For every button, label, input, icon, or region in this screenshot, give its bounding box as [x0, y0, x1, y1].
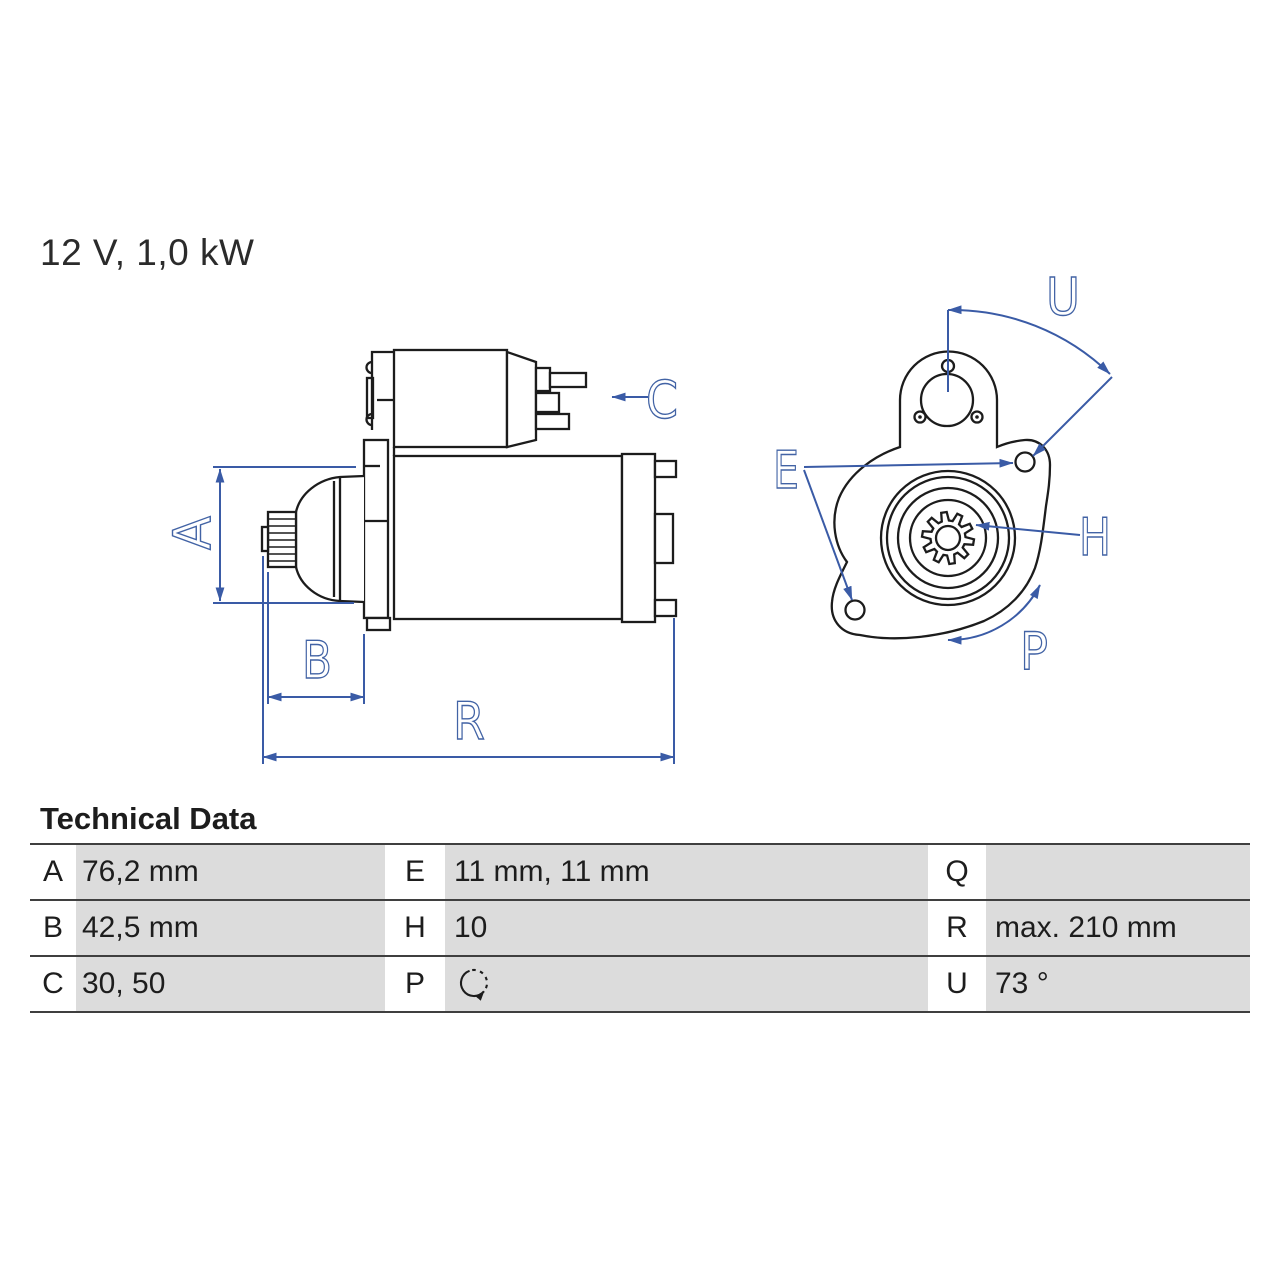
dimension-u	[947, 305, 1113, 457]
rear-tabs	[653, 459, 678, 618]
solenoid	[365, 348, 588, 449]
param-key-p: P	[385, 957, 445, 1011]
param-key-u: U	[928, 957, 986, 1011]
param-key-e: E	[385, 845, 445, 899]
label-e: E	[773, 441, 799, 501]
param-value-a: 76,2 mm	[76, 845, 385, 899]
mounting-holes	[844, 451, 1036, 621]
param-value-h: 10	[445, 901, 928, 955]
param-key-q: Q	[928, 845, 986, 899]
front-view	[830, 350, 1052, 640]
param-key-h: H	[385, 901, 445, 955]
param-value-p	[445, 957, 928, 1011]
param-value-c: 30, 50	[76, 957, 385, 1011]
param-key-r: R	[928, 901, 986, 955]
param-value-q	[986, 845, 1250, 899]
param-value-r: max. 210 mm	[986, 901, 1250, 955]
rotation-direction-icon	[459, 968, 489, 1001]
table-row: A 76,2 mm E 11 mm, 11 mm Q	[30, 845, 1250, 899]
product-spec-text: 12 V, 1,0 kW	[40, 232, 255, 273]
label-u: U	[1046, 268, 1080, 328]
label-a: A	[163, 516, 223, 550]
dimension-p	[947, 584, 1041, 645]
param-value-e: 11 mm, 11 mm	[445, 845, 928, 899]
pinion-front	[920, 510, 976, 566]
param-key-b: B	[30, 901, 76, 955]
label-r: R	[453, 692, 485, 752]
param-value-b: 42,5 mm	[76, 901, 385, 955]
dimension-h	[975, 521, 1081, 536]
solenoid-terminals	[534, 366, 588, 431]
front-dimensions	[803, 305, 1113, 645]
dimension-r	[262, 556, 675, 764]
table-row: C 30, 50 P U 73 °	[30, 955, 1250, 1011]
technical-data-table: A 76,2 mm E 11 mm, 11 mm Q B 42,5 mm H 1…	[30, 843, 1250, 1013]
param-key-c: C	[30, 957, 76, 1011]
dimension-b	[267, 572, 365, 704]
starter-motor-diagram: A B R C U E H P	[162, 267, 1113, 764]
param-key-a: A	[30, 845, 76, 899]
label-b: B	[302, 631, 332, 691]
solenoid-bracket	[365, 350, 394, 430]
technical-data-title: Technical Data	[40, 801, 257, 836]
dimension-e	[803, 458, 1014, 601]
side-dimensions	[213, 392, 675, 764]
label-h: H	[1079, 508, 1111, 568]
param-value-u: 73 °	[986, 957, 1250, 1011]
label-c: C	[646, 371, 678, 431]
side-view	[260, 348, 678, 632]
label-p: P	[1020, 622, 1048, 682]
pinion	[260, 510, 298, 569]
mount-bracket	[362, 438, 392, 632]
front-flange	[830, 350, 1052, 640]
dimension-a	[213, 466, 356, 604]
motor-body	[392, 447, 678, 624]
drive-end	[260, 474, 365, 604]
table-row: B 42,5 mm H 10 R max. 210 mm	[30, 899, 1250, 955]
